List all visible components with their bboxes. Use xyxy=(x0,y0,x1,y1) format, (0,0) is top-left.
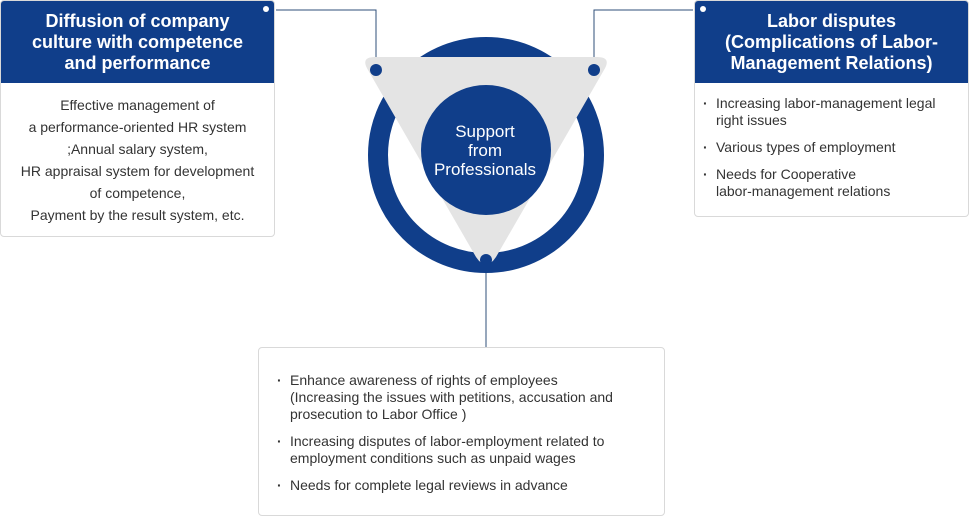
dot-right xyxy=(588,64,600,76)
center-line: Support xyxy=(455,121,515,141)
card-title-line: Labor disputes xyxy=(766,10,896,31)
connector-left xyxy=(276,9,377,70)
corner-dot-icon xyxy=(700,6,706,12)
body-line: ;Annual salary system, xyxy=(67,141,208,157)
dot-bottom xyxy=(480,254,492,266)
inner-circle xyxy=(421,85,551,215)
list-item: Enhance awareness of rights of employees… xyxy=(269,372,652,423)
list-item: Needs for Cooperative labor-management r… xyxy=(695,166,960,200)
list-item: Needs for complete legal reviews in adva… xyxy=(269,477,652,494)
center-line: from xyxy=(468,140,502,160)
body-line: HR appraisal system for development xyxy=(20,163,255,179)
card-title-line: and performance xyxy=(64,52,211,73)
corner-dot-icon xyxy=(263,6,269,12)
card-title-line: culture with competence xyxy=(31,31,244,52)
labor-disputes-list: Increasing labor-management legal right … xyxy=(695,83,968,200)
card-company-culture: Diffusion of company culture with compet… xyxy=(0,0,275,237)
card-title-line: Diffusion of company xyxy=(45,10,230,31)
list-item: Increasing disputes of labor-employment … xyxy=(269,433,652,467)
body-line: a performance-oriented HR system xyxy=(28,119,247,135)
center-line: Professionals xyxy=(433,159,537,179)
card-labor-disputes-header: Labor disputes (Complications of Labor- … xyxy=(695,1,968,83)
card-title-line: Management Relations) xyxy=(730,52,933,73)
card-title-line: (Complications of Labor- xyxy=(725,31,938,52)
card-company-culture-header: Diffusion of company culture with compet… xyxy=(1,1,274,83)
body-line: Payment by the result system, etc. xyxy=(30,207,245,223)
center-label: Support from Professionals xyxy=(425,90,545,210)
card-employee-rights: Enhance awareness of rights of employees… xyxy=(258,347,665,516)
list-item: Various types of employment xyxy=(695,139,960,156)
employee-rights-list: Enhance awareness of rights of employees… xyxy=(259,348,664,494)
list-item: Increasing labor-management legal right … xyxy=(695,95,960,129)
connector-right xyxy=(593,9,693,70)
body-line: Effective management of xyxy=(60,97,215,113)
body-line: of competence, xyxy=(89,185,186,201)
card-company-culture-body: Effective management of a performance-or… xyxy=(1,83,274,226)
dot-left xyxy=(370,64,382,76)
card-labor-disputes: Labor disputes (Complications of Labor- … xyxy=(694,0,969,217)
